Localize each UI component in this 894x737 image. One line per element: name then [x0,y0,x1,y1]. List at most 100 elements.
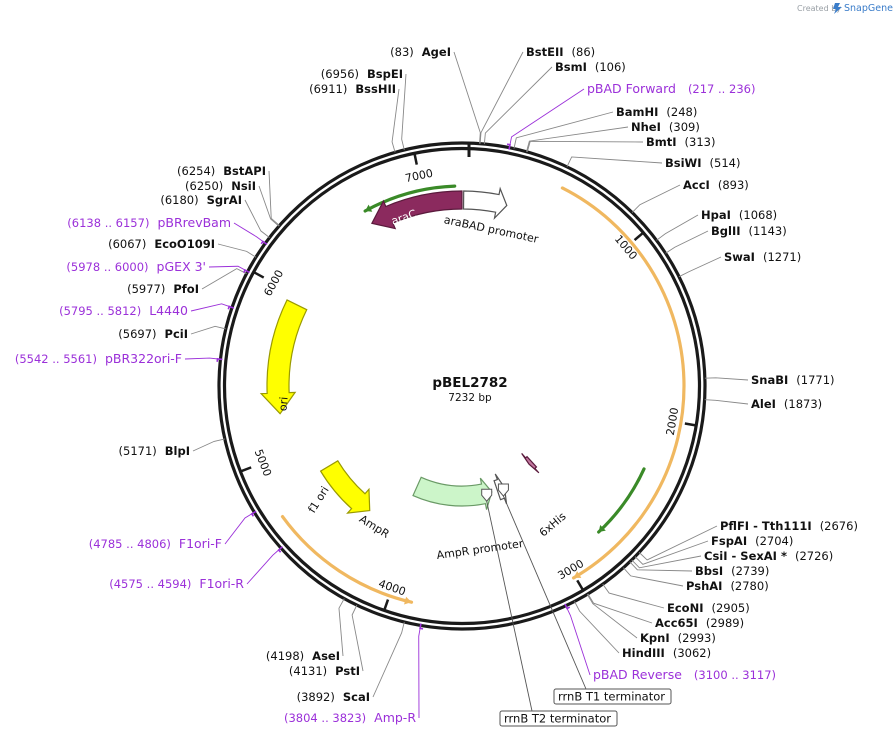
primer-pbad-forward[interactable]: pBAD Forward(217 .. 236) [587,81,755,96]
enzyme-bsteii[interactable]: BstEII(86) [526,45,595,59]
enzyme-position: (3062) [673,646,711,660]
enzyme-fspai[interactable]: FspAI(2704) [711,534,793,548]
enzyme-pcii[interactable]: (5697)PciI [118,327,188,341]
enzyme-ecoo109i[interactable]: (6067)EcoO109I [108,237,215,251]
primer-pbrrevbam[interactable]: (6138 .. 6157)pBRrevBam [67,215,231,230]
enzyme-name: EcoO109I [154,237,215,251]
enzyme-agei[interactable]: (83)AgeI [390,45,451,59]
enzyme-leader-hindiii [574,601,620,654]
enzyme-alei[interactable]: AleI(1873) [751,397,822,411]
tick-7000 [413,153,418,165]
enzyme-kpni[interactable]: KpnI(2993) [640,631,716,645]
primer-pbad-reverse[interactable]: pBAD Reverse(3100 .. 3117) [593,667,776,682]
enzyme-pflfi-tth111i[interactable]: PflFI - Tth111I(2676) [720,519,858,533]
enzyme-csii-sexai[interactable]: CsiI - SexAI *(2726) [704,549,833,563]
terminator-rrnb-t2-terminator[interactable]: rrnB T2 terminator [499,710,618,727]
enzyme-name: AccI [683,178,710,192]
primer-label-pgex-3: (5978 .. 6000)pGEX 3' [66,259,206,274]
enzyme-hpai[interactable]: HpaI(1068) [701,208,777,222]
enzyme-bbsi[interactable]: BbsI(2739) [695,564,769,578]
enzyme-label-bbsi: BbsI(2739) [695,564,769,578]
enzyme-leader-bglii [665,230,709,254]
enzyme-bspei[interactable]: (6956)BspEI [321,67,403,81]
enzyme-hindiii[interactable]: HindIII(3062) [622,646,711,660]
arac-outline-arc [363,184,457,213]
enzyme-label-snabi: SnaBI(1771) [751,373,835,387]
enzyme-leader-asei [338,598,345,657]
enzyme-bamhi[interactable]: BamHI(248) [616,105,697,119]
primer-l4440[interactable]: (5795 .. 5812)L4440 [59,303,188,318]
enzyme-bglii[interactable]: BglII(1143) [711,224,787,238]
primer-mark-f1ori-r [277,546,283,553]
his-outline-arc-head [598,525,606,533]
enzyme-swai[interactable]: SwaI(1271) [724,250,801,264]
enzyme-pshai[interactable]: PshAI(2780) [686,579,769,593]
backbone-inner-ring [222,146,702,626]
enzyme-nhei[interactable]: NheI(309) [631,120,700,134]
enzyme-label-hpai: HpaI(1068) [701,208,777,222]
enzyme-name: BbsI [695,564,723,578]
terminator-box [553,688,672,705]
enzyme-bsiwi[interactable]: BsiWI(514) [665,156,740,170]
enzyme-name: SnaBI [751,373,788,387]
enzyme-position: (2993) [678,631,716,645]
primer-name: pBR322ori-F [105,351,182,366]
enzyme-bsshii[interactable]: (6911)BssHII [309,82,396,96]
primer-range: (3804 .. 3823) [284,711,366,725]
enzyme-position: (83) [390,45,414,59]
terminator-rrnb-t1-terminator[interactable]: rrnB T1 terminator [553,688,672,705]
enzyme-label-bmti: BmtI(313) [646,135,715,149]
enzyme-blpi[interactable]: (5171)BlpI [119,444,190,458]
enzyme-position: (6250) [185,179,223,193]
ampr-promoter-label: AmpR promoter [436,537,525,562]
enzyme-label-bstapi: (6254)BstAPI [177,164,266,178]
primer-f1ori-f[interactable]: (4785 .. 4806)F1ori-F [89,536,222,551]
enzyme-bsmi[interactable]: BsmI (106) [555,60,626,74]
enzyme-position: (106) [595,60,626,74]
enzyme-snabi[interactable]: SnaBI(1771) [751,373,835,387]
terminator-box [499,710,618,727]
enzyme-leader-acci [631,184,681,213]
tick-6000 [253,271,265,279]
enzyme-psti[interactable]: (4131)PstI [289,664,360,678]
enzyme-bstapi[interactable]: (6254)BstAPI [177,164,266,178]
enzyme-leader-bmti [526,140,644,153]
enzyme-econi[interactable]: EcoNI(2905) [667,601,750,615]
primer-name: pBRrevBam [157,215,231,230]
leader-layer [184,51,749,719]
enzyme-name: BamHI [616,105,658,119]
enzyme-label-nsii: (6250)NsiI [185,179,256,193]
enzyme-name: BmtI [646,135,677,149]
enzyme-nsii[interactable]: (6250)NsiI [185,179,256,193]
tick-label-2000: 2000 [664,407,681,437]
brand-text: SnapGene [844,3,893,14]
primer-mark-f1ori-f [250,510,257,517]
primer-label-f1ori-f: (4785 .. 4806)F1ori-F [89,536,222,551]
enzyme-sgrai[interactable]: (6180)SgrAI [160,193,242,207]
primer-mark-amp-r [419,623,424,630]
tick-1000 [633,232,644,242]
primer-f1ori-r[interactable]: (4575 .. 4594)F1ori-R [109,576,244,591]
enzyme-name: PfoI [173,282,199,296]
enzyme-pfoi[interactable]: (5977)PfoI [127,282,199,296]
enzyme-acc65i[interactable]: Acc65I(2989) [655,616,744,630]
enzyme-label-bspei: (6956)BspEI [321,67,403,81]
enzyme-acci[interactable]: AccI(893) [683,178,749,192]
tick-5000 [240,466,252,473]
enzyme-name: BstAPI [223,164,266,178]
enzyme-label-bamhi: BamHI(248) [616,105,697,119]
enzyme-name: BsmI [555,60,587,74]
primer-pgex-3[interactable]: (5978 .. 6000)pGEX 3' [66,259,206,274]
primer-pbr322ori-f[interactable]: (5542 .. 5561)pBR322ori-F [15,351,182,366]
f1-ori-label: f1 ori [305,484,331,515]
enzyme-label-psti: (4131)PstI [289,664,360,678]
primer-amp-r[interactable]: (3804 .. 3823)Amp-R [284,710,416,725]
enzyme-leader-pcii [190,325,226,335]
enzyme-position: (2676) [820,519,858,533]
enzyme-bmti[interactable]: BmtI(313) [646,135,715,149]
enzyme-name: Acc65I [655,616,698,630]
enzyme-position: (1873) [784,397,822,411]
enzyme-scai[interactable]: (3892)ScaI [297,690,370,704]
enzyme-asei[interactable]: (4198)AseI [266,649,340,663]
enzyme-name: BstEII [526,45,564,59]
